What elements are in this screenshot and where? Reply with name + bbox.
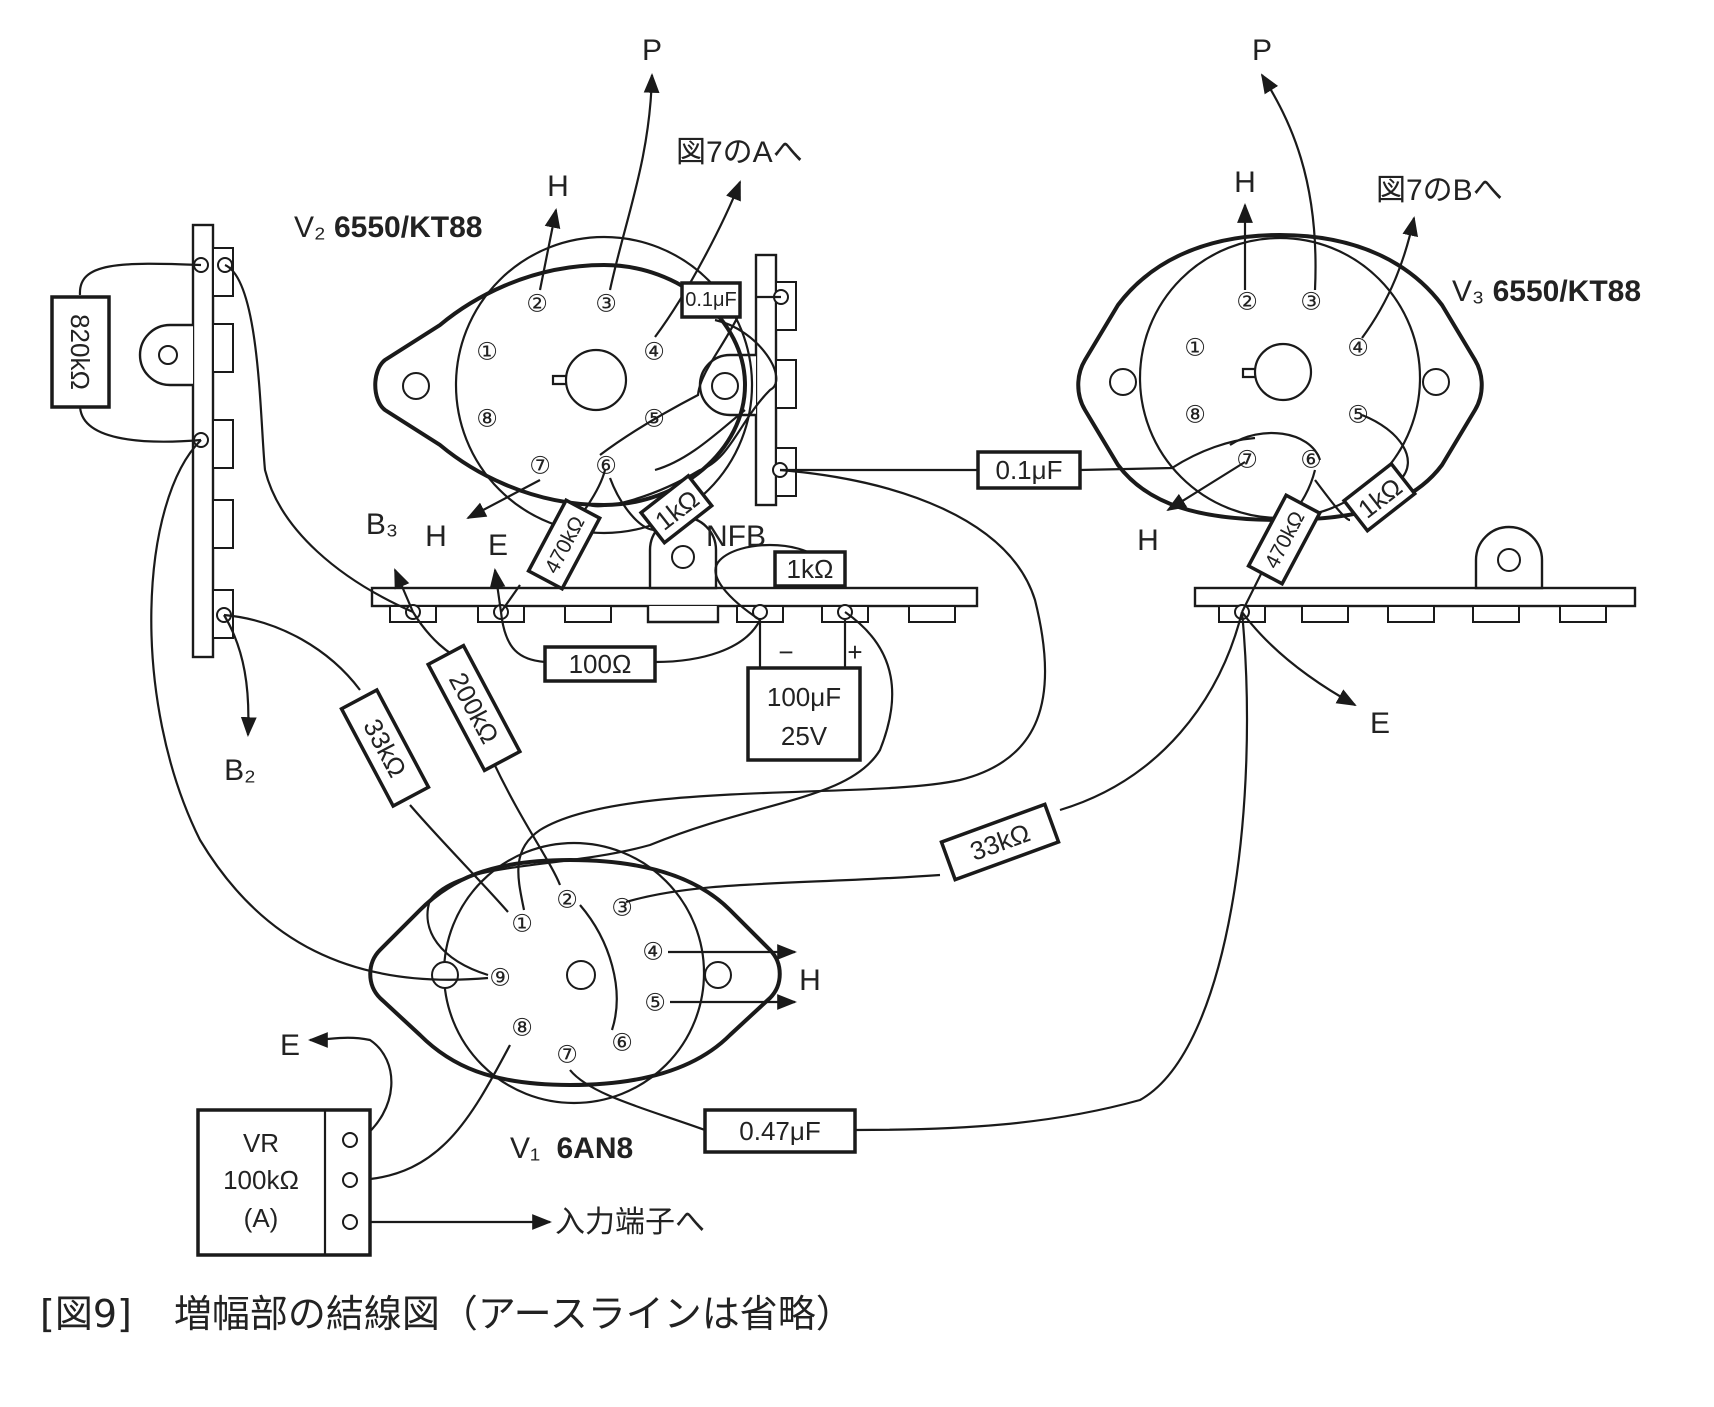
v2-label: V₂ 6550/KT88 bbox=[294, 211, 482, 244]
label-h-v2-bot: H bbox=[425, 520, 447, 553]
label-h-v3-top: H bbox=[1234, 166, 1256, 199]
label-to-input: 入力端子へ bbox=[555, 1206, 705, 1239]
v1-pin-8: ⑧ bbox=[511, 1015, 533, 1042]
svg-text:0.1μF: 0.1μF bbox=[685, 289, 737, 311]
svg-text:25V: 25V bbox=[781, 721, 828, 751]
v3-pin-2: ② bbox=[1236, 289, 1258, 316]
svg-text:1kΩ: 1kΩ bbox=[787, 554, 834, 584]
svg-text:820kΩ: 820kΩ bbox=[65, 314, 95, 390]
label-p-v2: P bbox=[642, 34, 662, 67]
v2-pins: ② ③ ① ④ ⑧ ⑤ ⑦ ⑥ bbox=[476, 291, 665, 480]
svg-text:100μF: 100μF bbox=[767, 682, 841, 712]
figure-number: [図9] bbox=[40, 1292, 132, 1336]
v2-pin-2: ② bbox=[526, 291, 548, 318]
label-e-vr: E bbox=[280, 1029, 300, 1062]
svg-text:100kΩ: 100kΩ bbox=[223, 1165, 299, 1195]
svg-text:−: − bbox=[778, 637, 793, 667]
label-b2: B₂ bbox=[224, 754, 256, 787]
cap-100uf: 100μF 25V − + bbox=[746, 637, 863, 762]
resistor-100: 100Ω bbox=[543, 645, 657, 683]
cap-01uf-v2: 0.1μF bbox=[680, 281, 742, 319]
resistor-820k: 820kΩ bbox=[50, 295, 111, 409]
tube-socket-v2 bbox=[373, 235, 754, 535]
v3-pin-8: ⑧ bbox=[1184, 402, 1206, 429]
v3-pin-5: ⑤ bbox=[1347, 402, 1369, 429]
resistor-470k-v3: 470kΩ bbox=[1246, 492, 1323, 587]
v3-pin-4: ④ bbox=[1347, 335, 1369, 362]
volume-pot: VR 100kΩ (A) bbox=[196, 1108, 372, 1257]
label-e-strip: E bbox=[488, 529, 508, 562]
figure-title: 増幅部の結線図（アースラインは省略） bbox=[173, 1292, 854, 1336]
label-h-v2-top: H bbox=[547, 170, 569, 203]
svg-text:(A): (A) bbox=[244, 1203, 279, 1233]
svg-text:0.1μF: 0.1μF bbox=[995, 455, 1062, 485]
v2-pin-7: ⑦ bbox=[529, 453, 551, 480]
v1-pin-7: ⑦ bbox=[556, 1042, 578, 1069]
tube-socket-v1 bbox=[368, 841, 782, 1105]
v1-pin-2: ② bbox=[556, 887, 578, 914]
resistor-200k: 200kΩ bbox=[425, 643, 523, 773]
v1-pin-1: ① bbox=[511, 911, 533, 938]
label-to-a: 図7のAへ bbox=[676, 136, 803, 169]
cap-047uf: 0.47μF bbox=[703, 1108, 857, 1154]
svg-text:100Ω: 100Ω bbox=[569, 649, 632, 679]
v2-pin-1: ① bbox=[476, 339, 498, 366]
tube-socket-v3 bbox=[1076, 232, 1484, 523]
v3-pin-6: ⑥ bbox=[1300, 447, 1322, 474]
v2-pin-4: ④ bbox=[643, 339, 665, 366]
right-terminal-strip bbox=[1193, 525, 1637, 623]
v1-pin-5: ⑤ bbox=[644, 990, 666, 1017]
v3-pin-3: ③ bbox=[1300, 289, 1322, 316]
label-nfb: NFB bbox=[706, 520, 766, 553]
v3-pin-1: ① bbox=[1184, 335, 1206, 362]
resistor-1k-nfb: 1kΩ bbox=[773, 550, 847, 588]
middle-terminal-strip bbox=[370, 515, 979, 624]
label-b3: B₃ bbox=[366, 508, 398, 541]
v1-pin-4: ④ bbox=[642, 939, 664, 966]
label-p-v3: P bbox=[1252, 34, 1272, 67]
label-e-v3: E bbox=[1370, 707, 1390, 740]
v3-label: V₃ 6550/KT88 bbox=[1452, 275, 1641, 308]
v1-pin-6: ⑥ bbox=[611, 1030, 633, 1057]
svg-text:VR: VR bbox=[243, 1128, 279, 1158]
label-h-v3-bot: H bbox=[1137, 524, 1159, 557]
figure-caption: [図9] 増幅部の結線図（アースラインは省略） bbox=[40, 1283, 884, 1338]
v1-pin-9: ⑨ bbox=[489, 965, 511, 992]
cap-01uf-v3: 0.1μF bbox=[976, 450, 1082, 490]
label-h-v1: H bbox=[799, 964, 821, 997]
resistor-33k-a: 33kΩ bbox=[339, 687, 431, 809]
v3-pin-7: ⑦ bbox=[1236, 447, 1258, 474]
v2-pin-8: ⑧ bbox=[476, 406, 498, 433]
v2-pin-6: ⑥ bbox=[595, 453, 617, 480]
v1-label: V₁ 6AN8 bbox=[510, 1132, 633, 1165]
v1-pin-3: ③ bbox=[611, 895, 633, 922]
label-to-b: 図7のBへ bbox=[1376, 174, 1503, 207]
svg-text:+: + bbox=[847, 637, 862, 667]
resistor-33k-b: 33kΩ bbox=[939, 802, 1061, 882]
svg-text:0.47μF: 0.47μF bbox=[739, 1116, 820, 1146]
resistor-470k-v2: 470kΩ bbox=[526, 497, 603, 592]
resistor-1k-v2: 1kΩ bbox=[638, 473, 715, 546]
v2-pin-3: ③ bbox=[595, 291, 617, 318]
v3-pins: ② ③ ① ④ ⑧ ⑤ ⑦ ⑥ bbox=[1184, 289, 1369, 474]
